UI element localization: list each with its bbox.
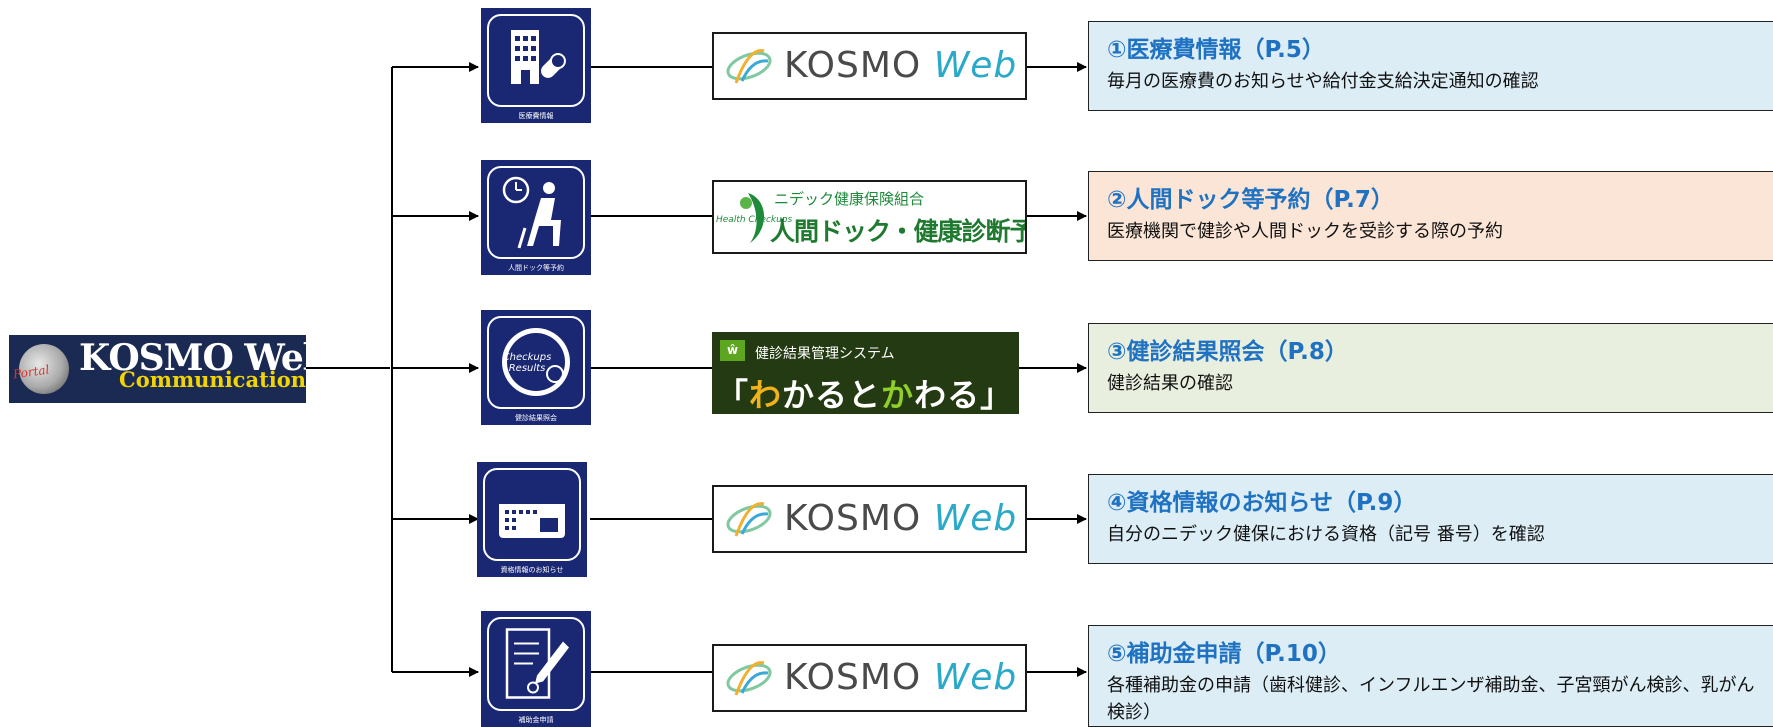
description-box-2: ②人間ドック等予約（P.7） 医療機関で健診や人間ドックを受診する際の予約 — [1088, 171, 1773, 261]
tile-caption: 人間ドック等予約 — [508, 264, 564, 272]
checkups-results-icon: Checkups Results — [502, 328, 570, 396]
description-box-3: ③健診結果照会（P.8） 健診結果の確認 — [1088, 323, 1773, 413]
kosmo-web-link-4[interactable]: KOSMO Web — [712, 485, 1027, 553]
description-box-4: ④資格情報のお知らせ（P.9） 自分のニデック健保における資格（記号 番号）を確… — [1088, 474, 1773, 564]
description-box-1: ①医療費情報（P.5） 毎月の医療費のお知らせや給付金支給決定通知の確認 — [1088, 21, 1773, 111]
description-box-5: ⑤補助金申請（P.10） 各種補助金の申請（歯科健診、インフルエンザ補助金、子宮… — [1088, 625, 1773, 727]
box-title: ④資格情報のお知らせ（P.9） — [1107, 490, 1417, 516]
box-description: 自分のニデック健保における資格（記号 番号）を確認 — [1107, 524, 1545, 545]
web-text: Web — [933, 45, 1018, 86]
kosmo-swirl-icon — [726, 661, 772, 696]
box-description: 各種補助金の申請（歯科健診、インフルエンザ補助金、子宮頸がん検診、乳がん検診） — [1107, 675, 1755, 723]
tile-caption: 医療費情報 — [518, 112, 554, 120]
tile-caption: 補助金申請 — [518, 716, 554, 724]
tile-caption: 健診結果照会 — [515, 414, 557, 422]
booking-title: 人間ドック・健康診断予約 — [770, 217, 1025, 246]
tile-subsidy-application[interactable]: 補助金申請 — [481, 611, 591, 727]
box-title: ②人間ドック等予約（P.7） — [1107, 187, 1394, 213]
wakaru-kawaru-link[interactable]: ŵ 健診結果管理システム 「わかるとかわる」 — [712, 332, 1019, 414]
tile-health-checkup-booking[interactable]: 人間ドック等予約 — [481, 160, 591, 275]
kosmo-text: KOSMO — [784, 657, 922, 698]
kosmo-web-communication-logo[interactable]: Portal KOSMO Web Communication — [9, 335, 306, 403]
union-name: ニデック健康保険組合 — [774, 190, 925, 208]
kosmo-text: KOSMO — [784, 45, 922, 86]
portal-title: KOSMO Web — [79, 337, 306, 379]
kosmo-swirl-icon — [726, 502, 772, 537]
box-description: 医療機関で健診や人間ドックを受診する際の予約 — [1107, 221, 1503, 242]
kosmo-web-link-5[interactable]: KOSMO Web — [712, 644, 1027, 712]
system-name: 健診結果管理システム — [755, 346, 895, 362]
box-title: ⑤補助金申請（P.10） — [1107, 641, 1341, 667]
tile-qualification-info[interactable]: 資格情報のお知らせ — [477, 462, 587, 577]
id-card-icon — [499, 496, 565, 538]
results-label: Results — [509, 363, 546, 374]
document-pen-icon — [505, 628, 569, 699]
checkups-label: Checkups — [503, 352, 552, 363]
tile-checkup-results[interactable]: Checkups Results 健診結果照会 — [481, 310, 591, 425]
box-description: 健診結果の確認 — [1107, 373, 1233, 394]
wakaru-kawaru-title: 「わかるとかわる」 — [716, 376, 1014, 414]
box-description: 毎月の医療費のお知らせや給付金支給決定通知の確認 — [1107, 71, 1539, 92]
kosmo-web-link-1[interactable]: KOSMO Web — [712, 32, 1027, 100]
tile-caption: 資格情報のお知らせ — [500, 566, 564, 574]
globe-icon — [19, 344, 69, 394]
tile-medical-expenses[interactable]: 医療費情報 — [481, 8, 591, 123]
kosmo-text: KOSMO — [784, 498, 922, 539]
health-checkup-booking-link[interactable]: Health Checkups ニデック健康保険組合 人間ドック・健康診断予約 — [712, 180, 1027, 254]
web-text: Web — [933, 498, 1018, 539]
portal-subtitle: Communication — [119, 367, 306, 392]
kosmo-swirl-icon — [726, 49, 772, 84]
health-checkup-leaf-icon — [740, 193, 765, 243]
health-checkups-small-text: Health Checkups — [716, 215, 793, 225]
clock-person-icon — [502, 176, 561, 249]
wakaru-tag-icon: ŵ — [720, 340, 745, 361]
building-pill-icon — [511, 30, 566, 84]
box-title: ①医療費情報（P.5） — [1107, 37, 1325, 63]
box-title: ③健診結果照会（P.8） — [1107, 339, 1348, 365]
web-text: Web — [933, 657, 1018, 698]
